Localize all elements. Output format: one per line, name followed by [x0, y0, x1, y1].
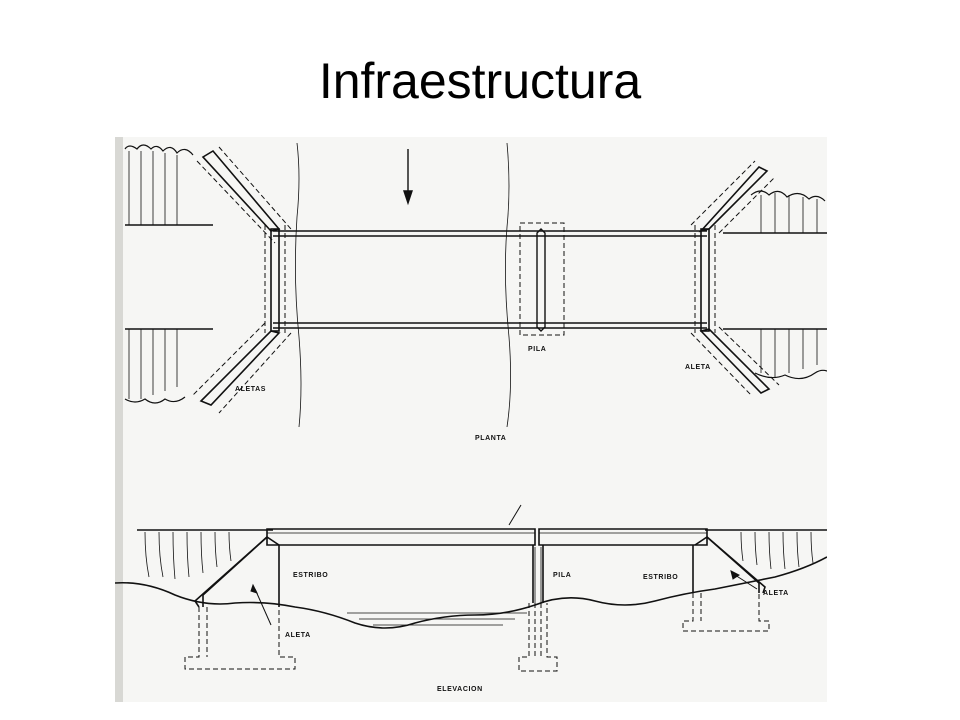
label-elevacion: ELEVACION: [437, 686, 483, 693]
elev-leader-arrows: [250, 570, 758, 626]
plan-water-lines: [295, 142, 511, 428]
plan-wingwalls-right: [690, 160, 780, 396]
elev-ground-left: [137, 529, 273, 580]
plan-view: [124, 142, 827, 428]
label-planta: PLANTA: [475, 435, 506, 442]
slide-title: Infraestructura: [318, 53, 642, 109]
label-pila-plan: PILA: [528, 346, 546, 353]
bridge-drawing-svg: ALETAS PILA ALETA PLANTA ESTRIBO PILA ES…: [115, 137, 827, 702]
label-aleta-plan: ALETA: [685, 364, 711, 371]
label-pila-elev: PILA: [553, 572, 571, 579]
label-aletas: ALETAS: [235, 386, 266, 393]
elev-deck: [266, 528, 708, 546]
elev-terrain-profile: [115, 556, 827, 629]
label-aleta-right: ALETA: [763, 590, 789, 597]
elevation-view: [115, 504, 827, 672]
plan-bank-right-bottom: [723, 328, 827, 380]
plan-abutment-left: [264, 225, 286, 333]
label-estribo-right: ESTRIBO: [643, 574, 678, 581]
plan-pier: [519, 222, 565, 336]
plan-wingwalls-left: [192, 146, 292, 414]
elev-pier: [518, 545, 558, 672]
flow-arrow: [403, 149, 413, 206]
plan-bank-right-top: [723, 190, 827, 234]
elev-pen-mark: [508, 504, 522, 526]
plan-bank-left-top: [124, 144, 213, 226]
scan-edge: [115, 137, 123, 702]
elev-abutment-left: [184, 535, 296, 670]
plan-deck: [273, 230, 707, 329]
plan-bank-left-bottom: [124, 328, 213, 404]
elev-water-surface: [347, 612, 527, 626]
label-estribo-left: ESTRIBO: [293, 572, 328, 579]
elev-abutment-right: [682, 535, 770, 632]
label-aleta-left: ALETA: [285, 632, 311, 639]
bridge-drawing: ALETAS PILA ALETA PLANTA ESTRIBO PILA ES…: [115, 137, 827, 702]
elev-ground-right: [705, 529, 827, 570]
plan-abutment-right: [694, 225, 716, 333]
